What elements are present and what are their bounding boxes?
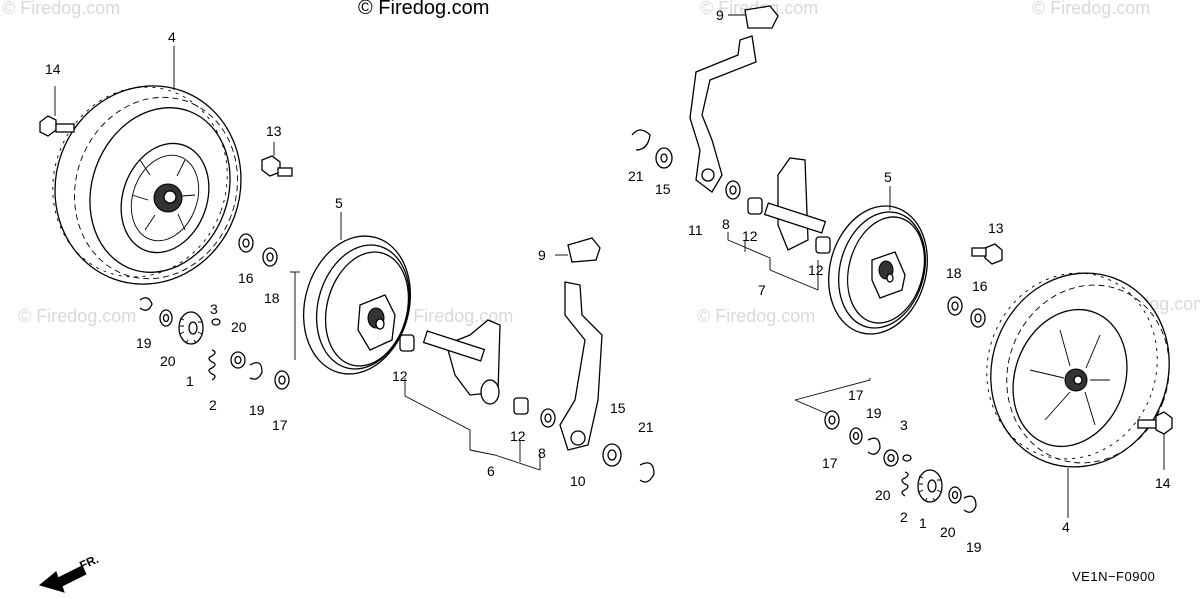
callout-label: 18: [946, 265, 962, 281]
washers-16-18-left: [238, 233, 278, 267]
diagram-code: VE1N−F0900: [1072, 569, 1155, 584]
cap-9-right: [744, 5, 779, 29]
watermark-text: © Firedog.com: [2, 0, 120, 18]
callout-label: 18: [264, 290, 280, 306]
callout-label: 7: [758, 282, 766, 298]
callout-label: 8: [538, 445, 546, 461]
gear-1-right: [917, 469, 943, 503]
callout-label: 5: [335, 195, 343, 211]
callout-label: 17: [822, 455, 838, 471]
lever-11-right: [689, 35, 757, 193]
callout-label: 12: [510, 428, 526, 444]
callout-label: 12: [808, 262, 824, 278]
right-small-parts: [794, 378, 977, 513]
pulley-5-left: [302, 235, 412, 375]
callout-label: 3: [900, 417, 908, 433]
bolt-14-left: [39, 86, 75, 137]
callout-label: 10: [570, 473, 586, 489]
callout-label: 19: [866, 405, 882, 421]
callout-label: 20: [160, 353, 176, 369]
watermark-text-dark: © Firedog.com: [358, 0, 489, 19]
front-marker-label: FR.: [77, 552, 100, 573]
right-wheel-tire: [986, 272, 1170, 468]
callout-label: 1: [919, 515, 927, 531]
callout-label: 12: [742, 228, 758, 244]
callout-label: 1: [186, 373, 194, 389]
callout-label: 12: [392, 368, 408, 384]
callout-label: 2: [900, 509, 908, 525]
left-small-parts: [139, 297, 290, 390]
washer-15-left: [602, 443, 622, 467]
callout-label: 17: [848, 387, 864, 403]
watermark-text: © Firedog.com: [697, 306, 815, 326]
bolt-14-right: [1137, 411, 1173, 470]
callout-label: 3: [210, 301, 218, 317]
left-wheel-tire: [52, 85, 242, 285]
gear-1-left: [178, 311, 204, 345]
lever-10-left: [559, 281, 603, 451]
callout-label: 21: [628, 168, 644, 184]
clip-21-left: [639, 462, 655, 483]
callout-label: 15: [655, 181, 671, 197]
watermark-text: © Firedog.com: [1032, 0, 1150, 18]
callout-label: 20: [940, 524, 956, 540]
callout-label: 21: [638, 419, 654, 435]
callout-label: 20: [231, 319, 247, 335]
callout-label: 2: [209, 397, 217, 413]
callout-label: 6: [487, 463, 495, 479]
callout-label: 4: [168, 29, 176, 45]
axle-6-left: [399, 319, 556, 471]
callout-label: 9: [716, 7, 724, 23]
callout-label: 14: [45, 61, 61, 77]
callout-label: 16: [972, 278, 988, 294]
callout-labels: 4 14 13 5 16 18 3 20 19 20 1 2 19 17 12 …: [45, 7, 1171, 555]
callout-label: 20: [875, 487, 891, 503]
callout-label: 5: [884, 169, 892, 185]
callout-label: 13: [266, 123, 282, 139]
stud-13-left: [261, 142, 293, 177]
watermark-text: © Firedog.com: [18, 306, 136, 326]
watermark-text: © Firedog.com: [395, 306, 513, 326]
pulley-5-right: [828, 205, 928, 335]
callout-label: 13: [988, 220, 1004, 236]
callout-label: 19: [966, 539, 982, 555]
callout-label: 9: [538, 247, 546, 263]
axle-7-right: [725, 157, 831, 291]
group-bracket-left: [290, 271, 300, 360]
callout-label: 15: [610, 400, 626, 416]
callout-label: 11: [688, 222, 703, 238]
stud-13-right: [971, 243, 1003, 265]
callout-label: 19: [249, 402, 265, 418]
washer-15-right: [655, 147, 673, 169]
callout-label: 19: [136, 335, 152, 351]
front-direction-arrow: FR.: [38, 552, 101, 593]
callout-label: 16: [238, 270, 254, 286]
callout-label: 8: [722, 216, 730, 232]
cap-9-left: [555, 237, 601, 263]
callout-label: 4: [1062, 519, 1070, 535]
callout-label: 17: [272, 417, 288, 433]
callout-label: 14: [1155, 475, 1171, 491]
washers-18-16-right: [947, 296, 986, 328]
clip-21-right: [631, 129, 651, 151]
